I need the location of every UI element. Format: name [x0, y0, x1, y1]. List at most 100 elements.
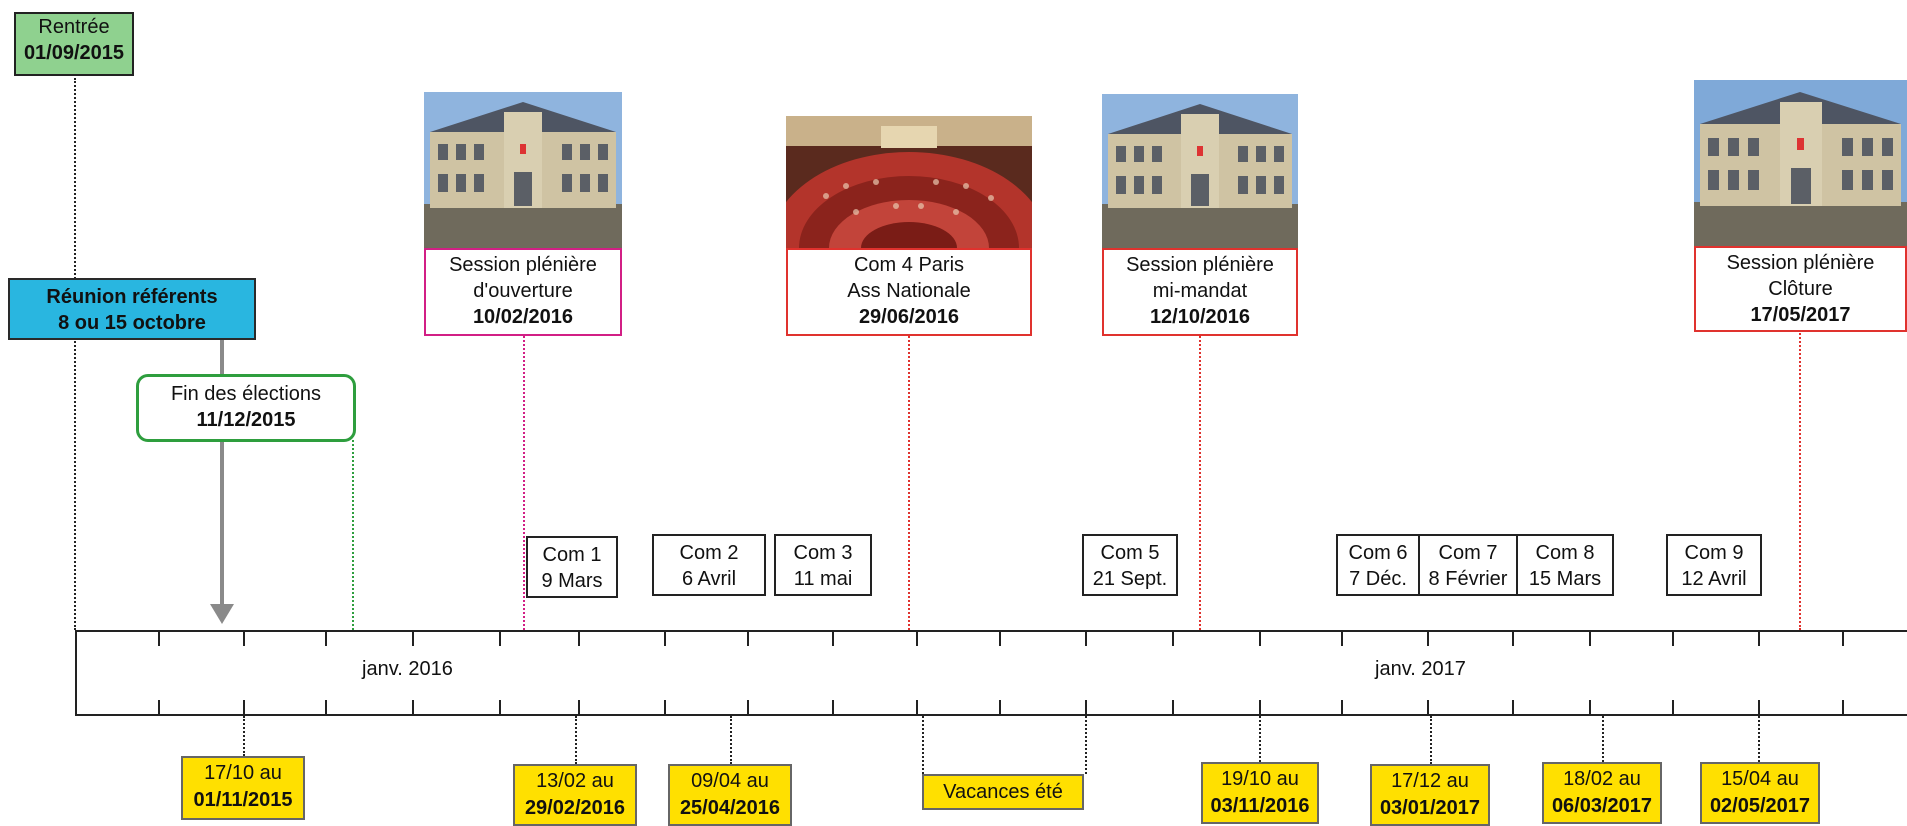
com-date: 21 Sept.	[1092, 568, 1168, 590]
rentree-label: Rentrée	[38, 16, 110, 38]
com-date: 15 Mars	[1528, 568, 1602, 590]
session-2-line1: Com 4 Paris	[853, 254, 965, 276]
axis-tick	[1512, 632, 1514, 646]
axis-tick	[243, 632, 245, 646]
axis-tick	[1172, 632, 1174, 646]
com-name: Com 8	[1535, 542, 1595, 564]
vacances-box-2: 13/02 au 29/02/2016	[513, 764, 637, 826]
vacances-line1: 09/04 au	[691, 770, 769, 792]
commission-box-8: Com 8 15 Mars	[1516, 534, 1614, 596]
axis-tick	[325, 700, 327, 714]
vacances-connector	[575, 716, 577, 764]
vacances-connector	[1259, 716, 1261, 762]
axis-tick	[325, 632, 327, 646]
session-4-line1: Session plénière	[1726, 252, 1875, 274]
vacances-connector	[1085, 716, 1087, 774]
commission-box-9: Com 9 12 Avril	[1666, 534, 1762, 596]
com-name: Com 5	[1100, 542, 1160, 564]
vacances-line2: 03/11/2016	[1210, 795, 1310, 817]
axis-tick	[916, 632, 918, 646]
axis-tick	[1758, 700, 1760, 714]
vacances-ete-box: Vacances été	[922, 774, 1084, 810]
vacances-line1: 17/10 au	[204, 762, 282, 784]
vacances-line2: 29/02/2016	[524, 797, 626, 819]
vacances-box-3: 09/04 au 25/04/2016	[668, 764, 792, 826]
axis-tick	[158, 700, 160, 714]
axis-tick	[747, 700, 749, 714]
axis-tick	[1259, 632, 1261, 646]
rentree-date: 01/09/2015	[23, 42, 125, 64]
com-date: 8 Février	[1428, 568, 1508, 590]
axis-tick	[499, 632, 501, 646]
fin-elections-connector	[352, 440, 354, 630]
com-name: Com 6	[1348, 542, 1408, 564]
axis-tick	[1341, 700, 1343, 714]
axis-tick	[1085, 700, 1087, 714]
vacances-box-4: 19/10 au 03/11/2016	[1201, 762, 1319, 824]
axis-tick	[1758, 632, 1760, 646]
vacances-connector	[243, 716, 245, 756]
axis-tick	[1085, 632, 1087, 646]
axis-tick	[1512, 700, 1514, 714]
rentree-connector	[74, 78, 76, 630]
axis-tick	[578, 700, 580, 714]
session-1-date: 10/02/2016	[472, 306, 574, 328]
axis-label-2017: janv. 2017	[1375, 658, 1466, 680]
reunion-referents-box: Réunion référents 8 ou 15 octobre	[8, 278, 256, 340]
vacances-ete-label: Vacances été	[943, 781, 1063, 803]
axis-tick	[1589, 632, 1591, 646]
axis-label-2016: janv. 2016	[362, 658, 453, 680]
session-4-connector	[1799, 330, 1801, 630]
vacances-connector	[1602, 716, 1604, 762]
vacances-line1: 13/02 au	[536, 770, 614, 792]
axis-tick	[1341, 632, 1343, 646]
axis-tick	[412, 700, 414, 714]
fin-elections-date: 11/12/2015	[196, 409, 296, 431]
vacances-line1: 18/02 au	[1563, 768, 1641, 790]
axis-tick	[916, 700, 918, 714]
com-name: Com 2	[679, 542, 739, 564]
axis-tick	[1427, 700, 1429, 714]
session-1-line2: d'ouverture	[473, 280, 573, 302]
axis-tick	[412, 632, 414, 646]
axis-tick	[1842, 700, 1844, 714]
commission-box-7: Com 7 8 Février	[1418, 534, 1518, 596]
session-3-line2: mi-mandat	[1152, 280, 1248, 302]
session-card-2: Com 4 Paris Ass Nationale 29/06/2016	[786, 248, 1032, 336]
vacances-line2: 06/03/2017	[1551, 795, 1653, 817]
com-date: 7 Déc.	[1349, 568, 1407, 590]
axis-tick	[999, 632, 1001, 646]
session-card-1: Session plénière d'ouverture 10/02/2016	[424, 248, 622, 336]
axis-tick	[747, 632, 749, 646]
com-date: 6 Avril	[681, 568, 737, 590]
axis-tick	[1672, 632, 1674, 646]
session-1-line1: Session plénière	[449, 254, 597, 276]
vacances-line1: 19/10 au	[1221, 768, 1299, 790]
vacances-line1: 15/04 au	[1721, 768, 1799, 790]
com-name: Com 7	[1438, 542, 1498, 564]
building-photo	[1102, 94, 1298, 248]
axis-tick	[1589, 700, 1591, 714]
commission-box-5: Com 5 21 Sept.	[1082, 534, 1178, 596]
com-date: 12 Avril	[1681, 568, 1747, 590]
reunion-arrow	[220, 338, 224, 606]
com-name: Com 3	[793, 542, 853, 564]
com-name: Com 9	[1684, 542, 1744, 564]
building-photo	[1694, 80, 1907, 246]
axis-tick	[243, 700, 245, 714]
reunion-line2: 8 ou 15 octobre	[58, 312, 206, 334]
vacances-connector	[922, 716, 924, 774]
axis-tick	[832, 632, 834, 646]
session-3-line1: Session plénière	[1126, 254, 1274, 276]
vacances-connector	[1430, 716, 1432, 764]
session-3-date: 12/10/2016	[1149, 306, 1251, 328]
fin-elections-label: Fin des élections	[170, 383, 322, 405]
session-card-3: Session plénière mi-mandat 12/10/2016	[1102, 248, 1298, 336]
timeline-axis	[75, 630, 1907, 716]
reunion-arrowhead	[210, 604, 234, 624]
assembly-hall-photo	[786, 116, 1032, 248]
axis-tick	[1259, 700, 1261, 714]
vacances-line2: 03/01/2017	[1379, 797, 1481, 819]
axis-tick	[158, 632, 160, 646]
session-2-line2: Ass Nationale	[847, 280, 971, 302]
